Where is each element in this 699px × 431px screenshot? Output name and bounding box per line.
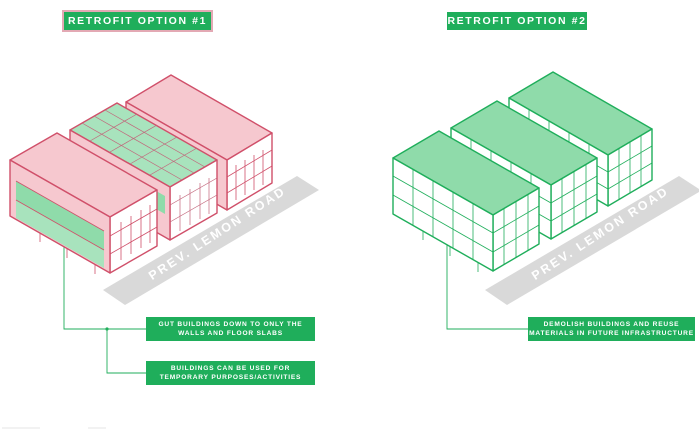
option-1-title: RETROFIT OPTION #1 xyxy=(64,12,211,30)
leader-line-3 xyxy=(446,232,528,330)
callout-line: DEMOLISH BUILDINGS AND REUSE xyxy=(543,320,680,328)
leader-dot-2 xyxy=(105,327,109,331)
option-2-title: RETROFIT OPTION #2 xyxy=(447,12,587,30)
road-right xyxy=(485,176,699,305)
callout-line: MATERIALS IN FUTURE INFRASTRUCTURE xyxy=(529,330,694,337)
callout-gut-buildings: GUT BUILDINGS DOWN TO ONLY THE WALLS AND… xyxy=(146,317,315,341)
road-left xyxy=(103,176,319,305)
callout-line: TEMPORARY PURPOSES/ACTIVITIES xyxy=(159,374,302,381)
leader-line-2 xyxy=(106,329,146,374)
option-1-buildings xyxy=(9,74,273,274)
leader-lines xyxy=(63,228,528,374)
building-3-front xyxy=(9,132,158,274)
callout-demolish-reuse: DEMOLISH BUILDINGS AND REUSE MATERIALS I… xyxy=(528,317,695,341)
callout-line: GUT BUILDINGS DOWN TO ONLY THE xyxy=(158,320,303,328)
leader-line-1 xyxy=(63,228,146,330)
callout-temporary-use: BUILDINGS CAN BE USED FOR TEMPORARY PURP… xyxy=(146,361,315,385)
callout-line: BUILDINGS CAN BE USED FOR xyxy=(170,364,291,372)
callout-line: WALLS AND FLOOR SLABS xyxy=(178,330,283,337)
building-6-front xyxy=(392,130,540,272)
option-2-buildings xyxy=(392,71,653,272)
